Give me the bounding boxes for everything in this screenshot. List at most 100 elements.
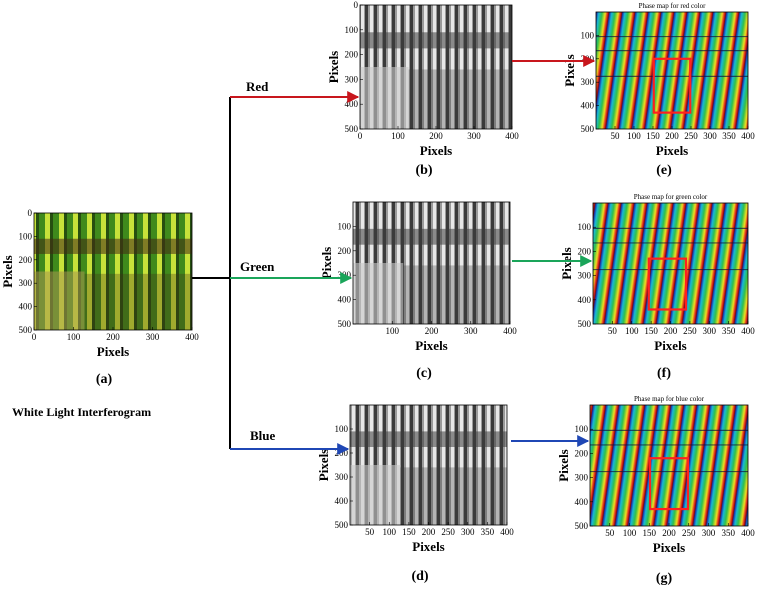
panel-e-xtick-label: 400 <box>741 131 755 141</box>
panel-e-ytick-label: 200 <box>581 54 595 64</box>
panel-d-step-region <box>400 467 507 525</box>
panel-c-band-upper <box>353 228 510 245</box>
panel-a-ytick-label: 300 <box>19 278 33 288</box>
panel-a-ytick-label: 200 <box>19 255 33 265</box>
panel-e-image <box>596 12 748 129</box>
panel-b-step-region <box>408 69 512 129</box>
panel-a-ylabel: Pixels <box>0 255 15 288</box>
panel-d-band-upper <box>350 431 507 447</box>
panel-e-xtick-label: 100 <box>627 131 641 141</box>
panel-g-xtick-label: 400 <box>741 528 755 538</box>
panel-a-band-upper <box>34 238 192 254</box>
panel-b-ytick-label: 400 <box>345 99 359 109</box>
panel-a-ytick-label: 100 <box>19 231 33 241</box>
panel-b-xtick-label: 200 <box>429 131 443 141</box>
panel-d-ytick-label: 100 <box>335 424 349 434</box>
panel-d-xtick-label: 100 <box>383 527 397 537</box>
panel-a-xtick-label: 200 <box>106 332 120 342</box>
panel-c-xtick-label: 200 <box>425 326 439 336</box>
panel-f-title: Phase map for green color <box>634 193 708 201</box>
panel-g-label: (g) <box>656 571 673 586</box>
panel-f-roi-box <box>647 257 688 311</box>
panel-b-band-upper <box>360 32 512 49</box>
panel-d-xtick-label: 300 <box>461 527 475 537</box>
panel-d-flat-region <box>350 465 401 525</box>
panel-g-xtick-label: 50 <box>605 528 615 538</box>
panel-f-xtick-label: 50 <box>608 326 618 336</box>
panel-e-ytick-label: 300 <box>581 77 595 87</box>
panel-c-step-region <box>403 265 510 324</box>
panel-f-ytick-label: 400 <box>578 295 592 305</box>
panel-e-xtick-label: 350 <box>722 131 736 141</box>
panel-g-title: Phase map for blue color <box>634 395 705 403</box>
panel-f-ytick-label: 500 <box>578 319 592 329</box>
panel-f-xtick-label: 150 <box>644 326 658 336</box>
panel-f-ytick-label: 300 <box>578 271 592 281</box>
panel-c-ytick-label: 400 <box>338 295 352 305</box>
panel-c-label: (c) <box>416 366 432 381</box>
panel-f-xtick-label: 100 <box>625 326 639 336</box>
panel-a-ytick-label: 400 <box>19 302 33 312</box>
panel-f-ytick-label: 200 <box>578 246 592 256</box>
panel-g-xtick-label: 350 <box>722 528 736 538</box>
panel-d-xtick-label: 200 <box>422 527 436 537</box>
panel-c-xtick-label: 400 <box>503 326 517 336</box>
panel-g-ytick-label: 200 <box>575 448 589 458</box>
panel-b-xtick-label: 400 <box>505 131 519 141</box>
panel-g-xtick-label: 300 <box>702 528 716 538</box>
panel-c-flat-region <box>353 263 404 324</box>
panel-d-xtick-label: 150 <box>402 527 416 537</box>
figure-caption: White Light Interferogram <box>12 405 151 419</box>
panel-e-title: Phase map for red color <box>639 2 707 10</box>
panel-d-ytick-label: 300 <box>335 472 349 482</box>
panel-f-xlabel: Pixels <box>654 338 687 353</box>
panel-c-ytick-label: 200 <box>338 246 352 256</box>
panel-b-xtick-label: 0 <box>358 131 363 141</box>
panel-a-xtick-label: 300 <box>146 332 160 342</box>
panel-f-xtick-label: 400 <box>741 326 755 336</box>
panel-c-xtick-label: 100 <box>386 326 400 336</box>
branch-blue-label: Blue <box>250 428 276 443</box>
panel-a-xtick-label: 100 <box>67 332 81 342</box>
panel-f-xtick-label: 300 <box>703 326 717 336</box>
panel-a-xtick-label: 400 <box>185 332 199 342</box>
panel-g-roi-box <box>648 457 690 511</box>
panel-b-xtick-label: 100 <box>391 131 405 141</box>
panel-e-ylabel: Pixels <box>562 54 577 87</box>
panel-d-ytick-label: 400 <box>335 496 349 506</box>
panel-f-xtick-label: 200 <box>664 326 678 336</box>
panel-e-xtick-label: 200 <box>665 131 679 141</box>
panel-f-xtick-label: 350 <box>722 326 736 336</box>
panel-e-xtick-label: 150 <box>646 131 660 141</box>
panel-d-ylabel: Pixels <box>316 449 331 482</box>
panel-b-label: (b) <box>415 163 432 178</box>
panel-g-xtick-label: 100 <box>623 528 637 538</box>
panel-g-xlabel: Pixels <box>653 540 686 555</box>
panel-b-ytick-label: 100 <box>345 25 359 35</box>
panel-f-label: (f) <box>657 366 671 381</box>
panel-d-xtick-label: 400 <box>500 527 514 537</box>
panel-a-xlabel: Pixels <box>97 344 130 359</box>
panel-e-xtick-label: 250 <box>684 131 698 141</box>
panel-g-ytick-label: 300 <box>575 473 589 483</box>
branch-red-label: Red <box>246 79 269 94</box>
panel-f-xtick-label: 250 <box>683 326 697 336</box>
panel-d-ytick-label: 500 <box>335 520 349 530</box>
panel-f-ytick-label: 100 <box>578 222 592 232</box>
panel-a-ytick-label: 500 <box>19 325 33 335</box>
panel-a-label: (a) <box>96 372 113 387</box>
panel-f: 50 100 150 200 250 300 350 400 100 200 300 400 500Pi… <box>559 193 755 381</box>
panel-g-xtick-label: 200 <box>662 528 676 538</box>
panel-d-xtick-label: 350 <box>481 527 495 537</box>
panel-e-ytick-label: 100 <box>581 30 595 40</box>
panel-e-ytick-label: 400 <box>581 101 595 111</box>
panel-c-xtick-label: 300 <box>464 326 478 336</box>
panel-g-ytick-label: 500 <box>575 521 589 531</box>
